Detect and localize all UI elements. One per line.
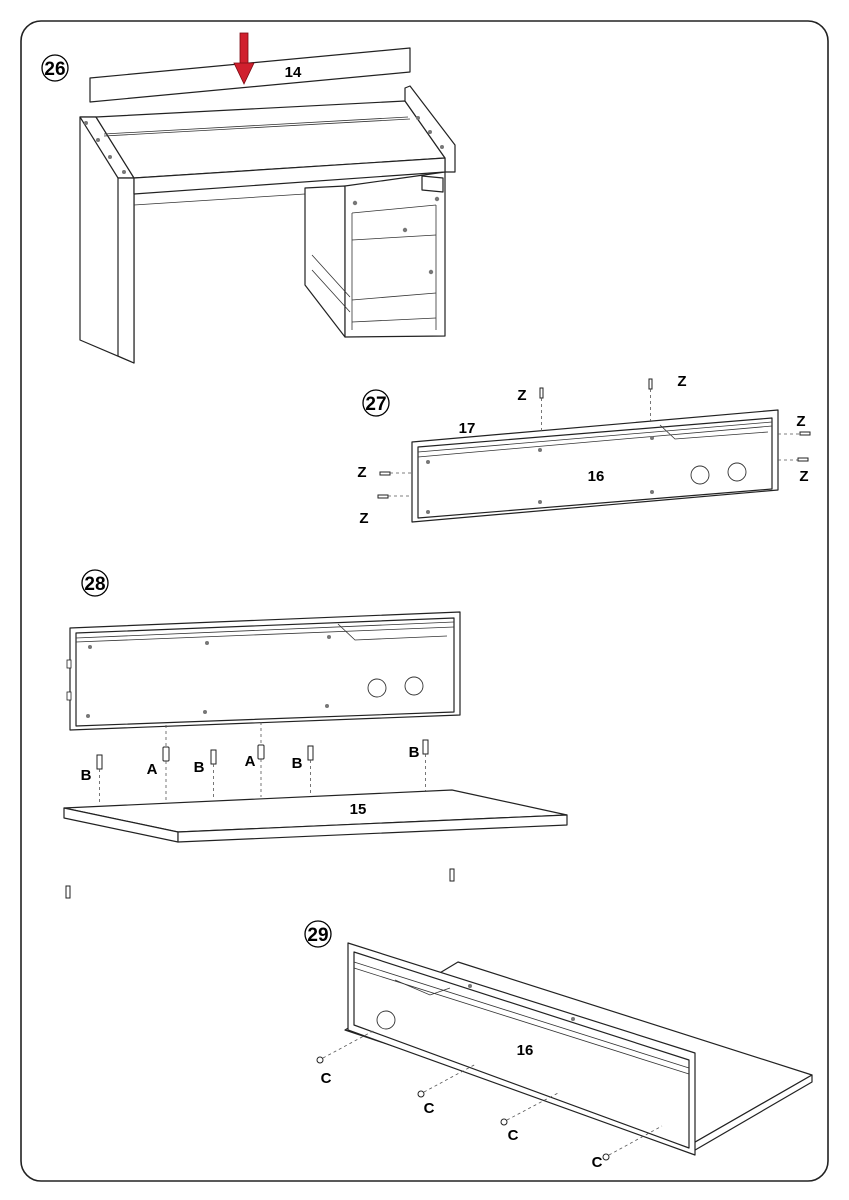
step-27: 27 17 16 Z — [357, 373, 811, 527]
part-label-16: 16 — [588, 468, 605, 485]
hardware-label-z: Z — [517, 387, 526, 404]
hardware-label-z: Z — [799, 468, 808, 485]
hardware-label-z: Z — [357, 464, 366, 481]
dowel-icon — [257, 722, 265, 797]
hardware-label-a: A — [147, 761, 158, 778]
step-number-badge — [41, 54, 69, 82]
back-panel-assembly: 17 16 — [411, 409, 779, 523]
down-arrow-icon — [233, 32, 255, 85]
panel-14: 14 — [89, 47, 411, 103]
screw-icon — [539, 387, 544, 432]
step-28: 28 15 — [63, 569, 568, 899]
hardware-label-z: Z — [677, 373, 686, 390]
hardware-label-a: A — [245, 753, 256, 770]
panel-15: 15 — [63, 789, 568, 843]
back-panel-assembly — [66, 611, 461, 731]
hardware-label-c: C — [424, 1100, 435, 1117]
part-label-16: 16 — [517, 1042, 534, 1059]
part-label-14: 14 — [285, 64, 302, 81]
desk-top-assembly: 16 — [344, 942, 813, 1156]
part-label-15: 15 — [350, 801, 367, 818]
screw-icon — [648, 378, 653, 421]
hardware-label-z: Z — [796, 413, 805, 430]
cam-lock-icon — [316, 1029, 376, 1064]
step-26: 26 14 — [41, 32, 456, 364]
hardware-label-b: B — [194, 759, 205, 776]
screw-icon — [778, 431, 811, 436]
step-number: 28 — [84, 574, 105, 595]
hardware-label-c: C — [592, 1154, 603, 1171]
cam-lock-icon — [417, 1063, 477, 1098]
hardware-label-b: B — [292, 755, 303, 772]
cam-lock-icon — [65, 885, 71, 899]
page-border — [20, 20, 829, 1182]
hardware-label-z: Z — [359, 510, 368, 527]
hardware-label-c: C — [508, 1127, 519, 1144]
dowel-icon — [162, 725, 170, 800]
cam-bolt-icon — [96, 754, 103, 802]
screw-icon — [379, 471, 412, 476]
screw-icon — [377, 494, 412, 499]
step-number-badge — [81, 569, 109, 597]
step-number: 27 — [365, 394, 386, 415]
cam-lock-icon — [500, 1091, 561, 1126]
cam-bolt-icon — [422, 739, 429, 791]
step-29: 29 16 C C — [304, 920, 813, 1171]
step-number: 29 — [307, 925, 328, 946]
cam-bolt-icon — [307, 745, 314, 795]
step-number-badge — [304, 920, 332, 948]
cam-bolt-icon — [210, 749, 217, 798]
step-number: 26 — [44, 59, 65, 80]
hardware-label-c: C — [321, 1070, 332, 1087]
cam-lock-icon — [449, 868, 455, 882]
step-number-badge — [362, 389, 390, 417]
desk-illustration — [79, 85, 456, 364]
hardware-label-b: B — [409, 744, 420, 761]
screw-icon — [778, 457, 809, 462]
cam-lock-icon — [602, 1125, 663, 1161]
part-label-17: 17 — [459, 420, 476, 437]
hardware-label-b: B — [81, 767, 92, 784]
